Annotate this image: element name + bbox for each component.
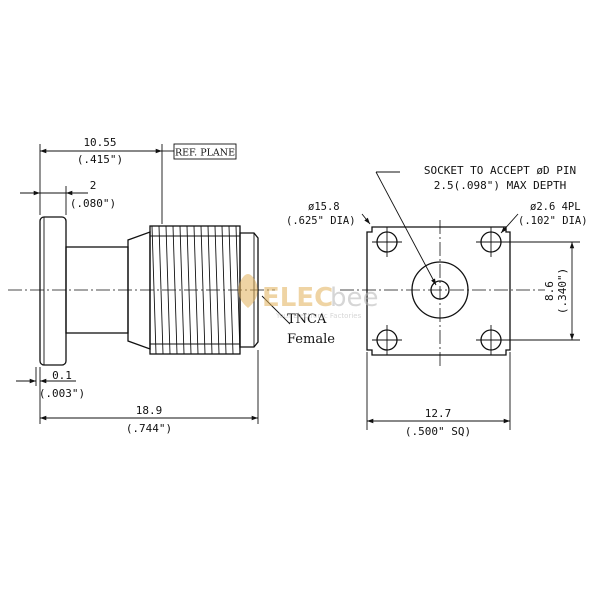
- dim-ref-plane-value-in: (.415"): [77, 153, 123, 166]
- ref-plane-box: [173, 143, 237, 160]
- thread-line: [165, 225, 171, 355]
- socket-inner: [430, 280, 450, 300]
- dim-flange-thickness-in: (.080"): [70, 197, 116, 210]
- thread-line: [193, 225, 199, 355]
- front-view: SOCKET TO ACCEPT øD PIN 2.5(.098") MAX D…: [286, 164, 588, 438]
- thread-line: [214, 225, 220, 355]
- front-flange: [366, 226, 511, 356]
- thread-line: [228, 225, 234, 355]
- thread-line: [158, 225, 164, 355]
- dim-flange-thickness: 2: [90, 179, 97, 192]
- dim-overall-length-value-in: (.744"): [126, 422, 172, 435]
- thread-line: [207, 225, 213, 355]
- dim-overall-length-value: 18.9: [136, 404, 163, 417]
- side-view: 10.55 (.415") REF. PLANE 2 (.080") 0.1 (…: [8, 136, 335, 435]
- side-threads: [151, 225, 241, 355]
- socket-note-line1: SOCKET TO ACCEPT øD PIN: [424, 164, 576, 177]
- flange-dia: ø15.8: [308, 201, 340, 213]
- thread-line: [172, 225, 178, 355]
- thread-line: [151, 225, 157, 355]
- thread-line: [221, 225, 227, 355]
- tnca-leader: [261, 295, 291, 325]
- dim-recess: 0.1: [52, 369, 72, 382]
- connector-type-label: TNCA: [287, 312, 327, 327]
- elecbee-watermark: ELEC bee Your Electronic Factories: [238, 274, 379, 320]
- dim-flange-width-value: 12.7: [425, 407, 452, 420]
- ref-plane-label: REF. PLANE: [175, 148, 235, 159]
- watermark-tagline: Your Electronic Factories: [275, 312, 362, 320]
- watermark-bee-icon: [238, 274, 258, 308]
- dim-flange-width-value-in: (.500" SQ): [405, 425, 471, 438]
- dim-hole-spacing-value: 8.6: [543, 281, 556, 301]
- hole-dia-in: (.102" DIA): [518, 215, 588, 227]
- dim-recess-in: (.003"): [39, 387, 85, 400]
- flange-dia-in: (.625" DIA): [286, 215, 356, 227]
- socket-note-line2: 2.5(.098") MAX DEPTH: [434, 179, 566, 192]
- dim-ref-plane-value: 10.55: [83, 136, 116, 149]
- thread-line: [235, 225, 241, 355]
- watermark-brand-1: ELEC: [262, 283, 333, 313]
- side-body-step: [127, 231, 151, 350]
- watermark-brand-2: bee: [330, 283, 379, 313]
- socket-leader: [375, 171, 437, 286]
- thread-line: [179, 225, 185, 355]
- thread-line: [200, 225, 206, 355]
- hole-dia: ø2.6 4PL: [530, 201, 581, 213]
- socket-outer: [411, 261, 469, 319]
- thread-line: [186, 225, 192, 355]
- dim-hole-spacing-value-in: (.340"): [556, 268, 569, 314]
- connector-gender-label: Female: [287, 332, 335, 347]
